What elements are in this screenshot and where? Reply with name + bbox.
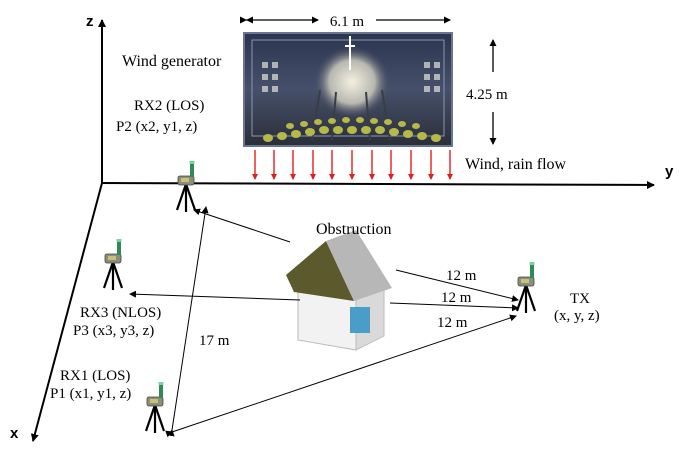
distance-rx2-tx: 12 m xyxy=(446,268,477,284)
links xyxy=(129,206,519,438)
rx3-node xyxy=(102,237,124,292)
distance-rx1-tx: 12 m xyxy=(437,315,468,331)
width-dimension: 6.1 m xyxy=(240,14,451,30)
rx3-name: RX3 (NLOS) xyxy=(80,305,161,321)
distance-rx3-tx: 12 m xyxy=(441,290,472,306)
tx-node xyxy=(515,260,537,315)
height-label: 4.25 m xyxy=(466,87,508,103)
link-rx1-tx xyxy=(165,314,517,438)
rx1-name: RX1 (LOS) xyxy=(60,368,130,384)
link-house-tx xyxy=(389,302,519,312)
rx2-name: RX2 (LOS) xyxy=(134,98,204,114)
obstruction-label: Obstruction xyxy=(316,221,392,238)
house-roof-side xyxy=(326,230,392,301)
x-axis xyxy=(30,182,103,442)
rx1-position: P1 (x1, y1, z) xyxy=(50,386,131,402)
rx1-node xyxy=(144,380,166,435)
wind-rain-arrows xyxy=(252,150,453,180)
link-tx-obstruction xyxy=(395,269,519,302)
wind-rain-flow-label: Wind, rain flow xyxy=(465,156,567,173)
house-window xyxy=(350,307,370,333)
rx3-position: P3 (x3, y3, z) xyxy=(73,323,154,339)
distance-rx1-rx2: 17 m xyxy=(199,333,230,349)
tx-position: (x, y, z) xyxy=(554,308,600,324)
link-house-rx3 xyxy=(129,290,301,301)
width-label: 6.1 m xyxy=(330,14,365,30)
y-axis-label: y xyxy=(665,163,674,180)
z-axis-label: z xyxy=(86,13,94,30)
obstruction-house xyxy=(286,230,392,351)
house-roof-front xyxy=(286,241,354,301)
wind-generator xyxy=(243,32,453,147)
wind-generator-label: Wind generator xyxy=(122,53,222,70)
link-obstruction-rx2 xyxy=(193,208,291,243)
rx2-position: P2 (x2, y1, z) xyxy=(116,119,197,135)
tx-name: TX xyxy=(570,291,590,307)
link-rx1-rx2 xyxy=(167,206,209,437)
x-axis-label: x xyxy=(10,425,19,442)
height-dimension: 4.25 m xyxy=(466,39,508,145)
rx2-node xyxy=(175,159,197,214)
